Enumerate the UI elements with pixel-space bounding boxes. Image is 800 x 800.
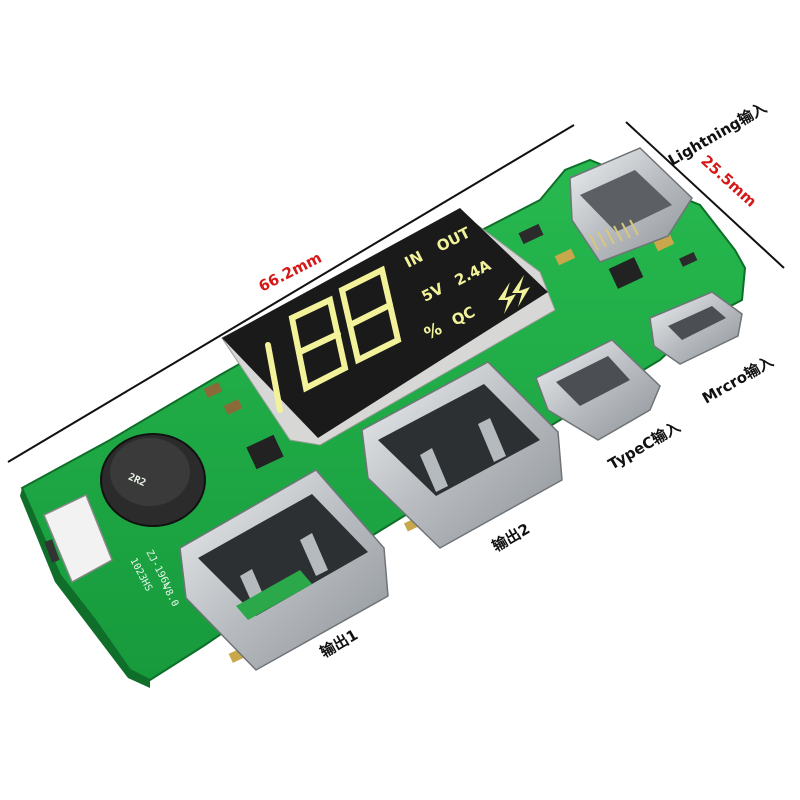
length-dimension-line: [7, 124, 575, 463]
inductor: 2R2: [100, 433, 206, 527]
lightning-bolt-icon: [512, 275, 530, 307]
seven-segment-digits: [265, 265, 402, 413]
usb-output-2-port: [361, 361, 563, 549]
micro-input-label: Mrcro输入: [699, 352, 776, 407]
width-dimension-line: [625, 121, 785, 269]
output-2-label: 输出2: [489, 520, 533, 556]
push-switch: [43, 493, 113, 584]
micro-usb-input-port: [649, 291, 743, 365]
lightning-bolt-icon: [498, 282, 516, 314]
lcd-display: IN OUT 5V 2.4A % QC: [221, 208, 556, 446]
typec-input-port: [535, 339, 661, 441]
width-dimension-label: 25.5mm: [697, 152, 760, 211]
usb-output-1-port: [179, 469, 389, 671]
lightning-input-port: [569, 147, 693, 263]
